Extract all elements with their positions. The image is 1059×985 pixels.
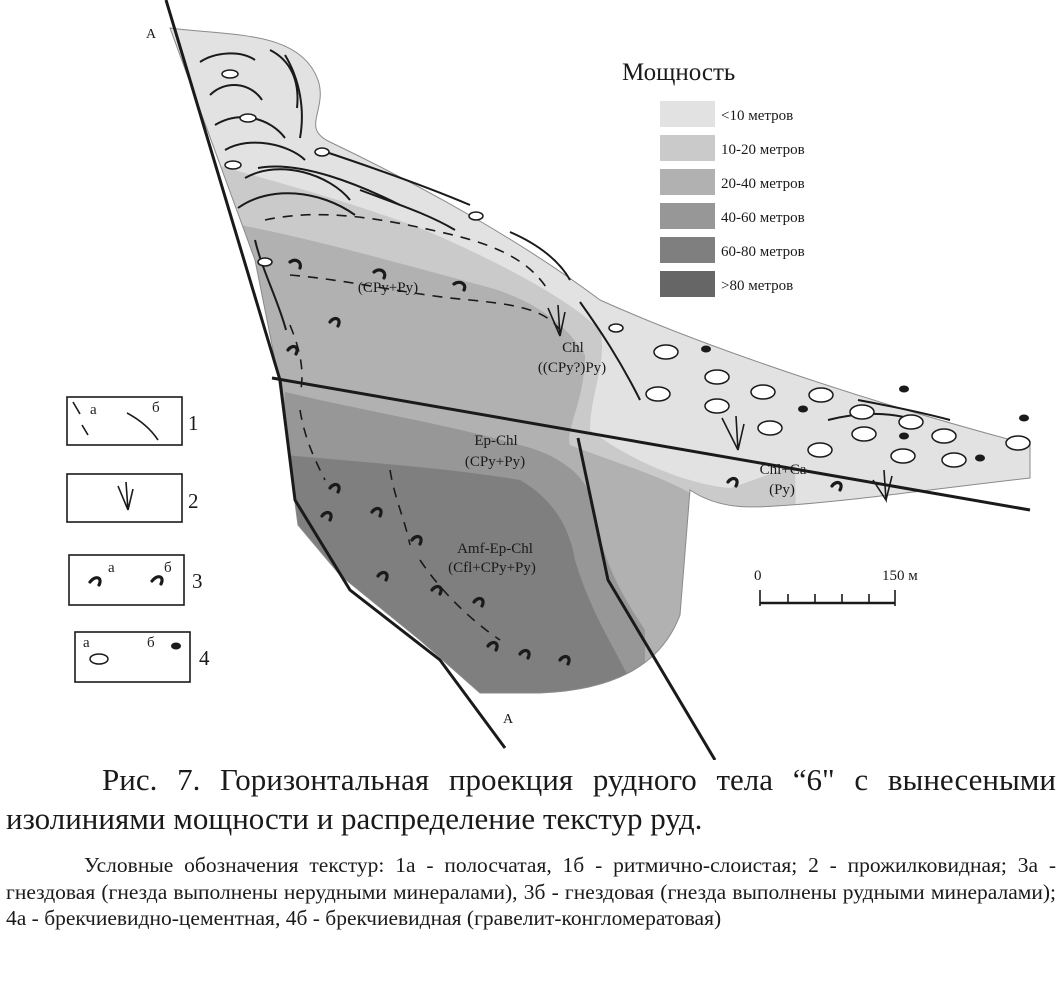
banded-line-icon (72, 401, 159, 441)
thickness-legend-item: 60-80 метров (660, 237, 805, 263)
thickness-label: <10 метров (721, 108, 793, 124)
texture-number-4: 4 (199, 646, 210, 670)
thickness-legend-item: 20-40 метров (660, 169, 805, 195)
zone-label-1: (CPy+Py) (358, 280, 418, 296)
texture-legend-item-1: а б 1 (66, 396, 199, 446)
banded-texture-lines (199, 49, 951, 421)
thickness-swatch (660, 169, 715, 195)
scale-end-label: 150 м (882, 568, 918, 584)
thickness-label: 40-60 метров (721, 210, 805, 226)
thickness-legend-item: >80 метров (660, 271, 793, 297)
svg-text:а: а (83, 635, 90, 651)
thickness-legend-item: <10 метров (660, 101, 793, 127)
texture-number-3: 3 (192, 569, 203, 593)
ore-body-map: А А (CPy+Py) Chl ((CPy?)Py) Ep-Chl (CPy+… (66, 0, 1031, 760)
thickness-swatch (660, 135, 715, 161)
breccia-filled-ovals (701, 345, 1029, 462)
ore-body-outline (169, 27, 1031, 694)
fault-central (576, 437, 717, 760)
zone-label-4: Amf-Ep-Chl (457, 541, 533, 557)
thickness-swatch (660, 101, 715, 127)
dashed-isolines (264, 213, 561, 641)
zone-label-5: Chl+Ca (760, 462, 807, 478)
texture-legend: а б 1 2 а б 3 а б 4 (66, 396, 210, 683)
zone-label-5-sub: (Py) (769, 482, 795, 498)
texture-legend-item-2: 2 (66, 473, 199, 523)
caption-title: Рис. 7. Горизонтальная проекция рудного … (6, 762, 1056, 836)
zone-label-2-sub: ((CPy?)Py) (538, 360, 606, 376)
scale-bar (759, 590, 896, 606)
texture-legend-item-4: а б 4 (74, 631, 210, 683)
point-a-bottom: А (503, 712, 514, 727)
nest-symbols (286, 258, 843, 666)
texture-legend-item-3: а б 3 (68, 554, 203, 606)
caption-body: Условные обозначения текстур: 1а - полос… (6, 853, 1056, 930)
zone-label-3-sub: (CPy+Py) (465, 454, 525, 470)
thickness-label: 10-20 метров (721, 142, 805, 158)
veinlet-symbols (547, 304, 893, 504)
fault-west (164, 0, 507, 749)
fault-cross (271, 376, 1031, 512)
svg-text:а: а (90, 402, 97, 418)
zone-label-4-sub: (Cfl+CPy+Py) (448, 560, 536, 576)
svg-text:б: б (152, 400, 160, 416)
thickness-label: 20-40 метров (721, 176, 805, 192)
scale-start-label: 0 (754, 568, 762, 584)
svg-text:а: а (108, 560, 115, 576)
breccia-open-ovals (221, 69, 1031, 468)
svg-text:б: б (147, 635, 155, 651)
breccia-icon (89, 642, 181, 665)
thickness-legend-title: Мощность (622, 59, 735, 86)
fault-lines (164, 0, 1031, 760)
zone-label-3: Ep-Chl (474, 433, 517, 449)
thickness-legend-item: 40-60 метров (660, 203, 805, 229)
texture-number-2: 2 (188, 489, 199, 513)
point-a-top: А (146, 27, 157, 42)
thickness-swatch (660, 237, 715, 263)
zone-label-2: Chl (562, 340, 584, 356)
svg-text:б: б (164, 560, 172, 576)
thickness-swatch (660, 203, 715, 229)
zone-labels: (CPy+Py) Chl ((CPy?)Py) Ep-Chl (CPy+Py) … (358, 280, 807, 576)
texture-number-1: 1 (188, 411, 199, 435)
thickness-label: >80 метров (721, 278, 793, 294)
thickness-label: 60-80 метров (721, 244, 805, 260)
veinlet-icon (117, 481, 134, 511)
thickness-swatch (660, 271, 715, 297)
nest-icon (88, 575, 164, 587)
thickness-legend-item: 10-20 метров (660, 135, 805, 161)
thickness-legend: Мощность <10 метров 10-20 метров 20-40 мет… (622, 59, 805, 297)
